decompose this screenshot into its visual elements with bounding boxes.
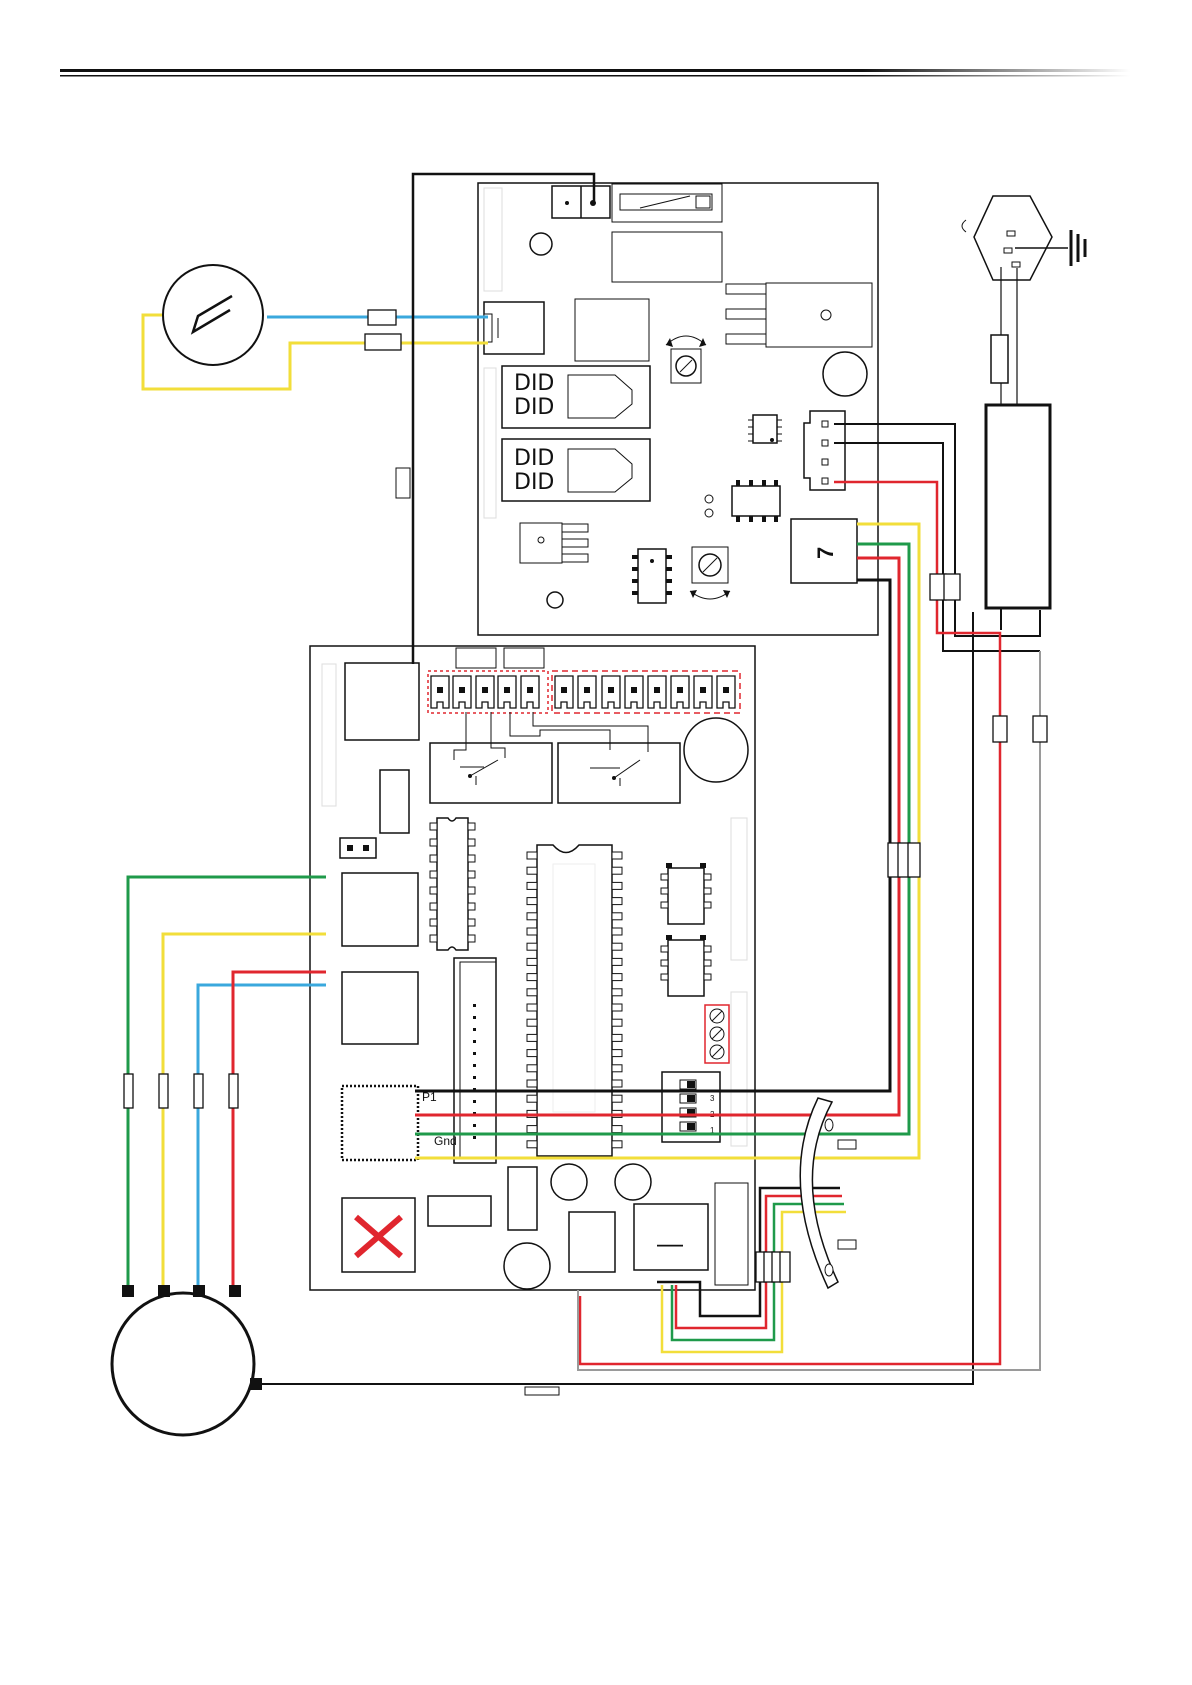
- cable-sleeve: [944, 574, 960, 600]
- svg-text:DID: DID: [514, 446, 554, 471]
- transformer-mark: —: [657, 1228, 683, 1258]
- capacitor: [615, 1164, 651, 1200]
- terminal-screw: [504, 687, 510, 693]
- wire-blue-m2: [198, 985, 326, 1291]
- cable-sleeve: [993, 716, 1007, 742]
- led: [705, 509, 713, 517]
- capacitor: [551, 1164, 587, 1200]
- header-rule: [60, 69, 1130, 77]
- terminal-screw: [723, 687, 729, 693]
- power-transistor: [726, 283, 872, 347]
- header-pins: [504, 648, 544, 668]
- small-transistor: [520, 523, 588, 563]
- microcontroller: [527, 845, 622, 1156]
- ic-8pin-upper-right: [732, 480, 780, 522]
- resistor-block: [508, 1167, 537, 1230]
- motor-driver-a: [342, 873, 418, 946]
- cable-sleeve: [124, 1074, 133, 1108]
- cable-sleeve: [908, 843, 920, 877]
- optocoupler-a: [661, 863, 711, 924]
- buzzer: [823, 352, 867, 396]
- motor-symbol: [163, 265, 263, 365]
- jumper: [340, 838, 376, 858]
- capacitor-large: [684, 718, 748, 782]
- bridge-rectifier: [569, 1212, 615, 1272]
- cable-sleeve: [1033, 716, 1047, 742]
- dip-switch[interactable]: 3 2 1: [662, 1072, 720, 1142]
- wire-green-m2: [128, 877, 326, 1291]
- dip-position-3: 3: [710, 1094, 715, 1103]
- cable-tag: [525, 1387, 559, 1395]
- transformer-lower: —: [634, 1204, 708, 1270]
- cable-sleeve: [780, 1252, 790, 1282]
- capacitor-block: [612, 232, 722, 282]
- mounting-hole: [547, 592, 563, 608]
- terminal-screw: [437, 687, 443, 693]
- header-pins: [456, 648, 496, 668]
- sensor-connector-4pin: [804, 411, 845, 490]
- motor-terminal: [193, 1285, 205, 1297]
- connector-pin-label-b: Gnd: [434, 1134, 457, 1148]
- transformer-upper: [345, 663, 419, 740]
- power-supply: [986, 405, 1050, 608]
- motor-driver-b: [342, 972, 418, 1044]
- cable-sleeve: [229, 1074, 238, 1108]
- svg-text:DID: DID: [514, 371, 554, 396]
- cable-sleeve: [368, 310, 396, 325]
- ic-small-upper: [748, 415, 782, 443]
- led: [705, 495, 713, 503]
- inline-fuse: [991, 335, 1008, 383]
- cable-sleeve: [365, 334, 401, 350]
- terminal-screw: [527, 687, 533, 693]
- motor-terminal: [229, 1285, 241, 1297]
- resistor-block: [380, 770, 409, 833]
- regulator-digit: 7: [813, 547, 838, 559]
- voltage-regulator: 7: [791, 519, 857, 583]
- cable-sleeve: [159, 1074, 168, 1108]
- capacitor: [504, 1243, 550, 1289]
- terminal-screw: [608, 687, 614, 693]
- screw-terminal-red: [705, 1005, 729, 1063]
- inductor-block: [575, 299, 649, 361]
- relay-upper-2: DID DID: [502, 439, 650, 501]
- terminal-screw: [677, 687, 683, 693]
- ic-8pin-upper-left: [632, 549, 672, 603]
- terminal-screw: [631, 687, 637, 693]
- input-connector: [484, 302, 544, 354]
- terminal-screw: [482, 687, 488, 693]
- relay-upper-1: DID DID: [502, 366, 650, 428]
- output-header: [715, 1183, 748, 1285]
- radio-module: [342, 1086, 418, 1160]
- mounting-hole: [530, 233, 552, 255]
- terminal-screw: [654, 687, 660, 693]
- mains-inlet: [962, 196, 1052, 280]
- optocoupler-b: [661, 935, 711, 996]
- svg-text:DID: DID: [514, 470, 554, 495]
- motor-terminal: [122, 1285, 134, 1297]
- fuse-block: [428, 1196, 491, 1226]
- motor-m2: [112, 1293, 254, 1435]
- terminal-screw: [459, 687, 465, 693]
- upper-terminal-block: [552, 186, 610, 218]
- fault-indicator: [342, 1198, 415, 1272]
- limit-switch-plate: [800, 1098, 856, 1288]
- ic-16pin: [430, 818, 475, 950]
- svg-text:DID: DID: [514, 395, 554, 420]
- motor-terminal: [158, 1285, 170, 1297]
- terminal-screw: [584, 687, 590, 693]
- terminal-screw: [700, 687, 706, 693]
- cable-ferrule: [396, 468, 410, 498]
- fuse-holder: [612, 184, 722, 222]
- motor-terminal: [250, 1378, 262, 1390]
- cable-sleeve: [194, 1074, 203, 1108]
- terminal-screw: [561, 687, 567, 693]
- wire-yellow-m2: [163, 934, 326, 1291]
